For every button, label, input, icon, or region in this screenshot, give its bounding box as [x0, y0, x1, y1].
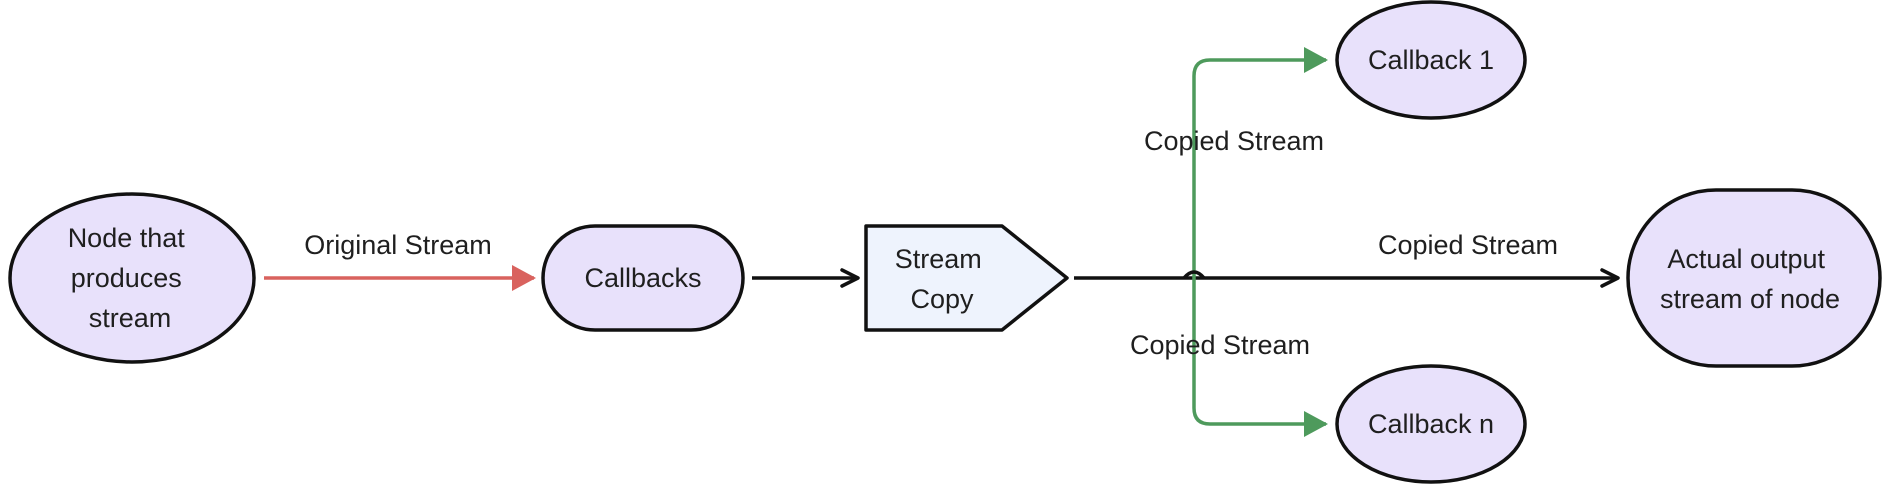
- node-stream-copy: Stream Copy: [864, 224, 1069, 332]
- output-line-2: stream of node: [1660, 284, 1840, 314]
- producer-line-2: produces: [71, 263, 182, 293]
- stream-copy-line-2: Copy: [910, 284, 974, 314]
- callbacks-label: Callbacks: [584, 263, 701, 293]
- output-line-1: Actual output: [1667, 244, 1825, 274]
- callback-1-label: Callback 1: [1368, 45, 1494, 75]
- edge-copied-stream-down: [1192, 278, 1328, 437]
- callback-n-label: Callback n: [1368, 409, 1494, 439]
- edge-copied-stream-up: [1192, 47, 1328, 278]
- label-copied-stream-up: Copied Stream: [1144, 126, 1324, 156]
- svg-text:Actual output stream of: Actual output stream of node: [1660, 244, 1840, 314]
- stream-copy-line-1: Stream: [895, 244, 982, 274]
- node-callback-n: Callback n: [1335, 364, 1527, 484]
- producer-line-1: Node that: [68, 223, 186, 253]
- label-original-stream: Original Stream: [304, 230, 492, 260]
- node-actual-output: Actual output stream of node: [1626, 188, 1882, 368]
- producer-line-3: stream: [89, 303, 172, 333]
- edge-crossing-bump: [1182, 270, 1206, 280]
- node-callbacks: Callbacks: [541, 224, 745, 332]
- svg-text:Node that produces: Node that produces stream: [68, 223, 193, 333]
- label-copied-stream-down: Copied Stream: [1130, 330, 1310, 360]
- node-producer: Node that produces stream: [8, 192, 256, 364]
- svg-text:Stream Copy: Stream Copy: [895, 244, 990, 314]
- label-copied-stream-main: Copied Stream: [1378, 230, 1558, 260]
- node-callback-1: Callback 1: [1335, 0, 1527, 120]
